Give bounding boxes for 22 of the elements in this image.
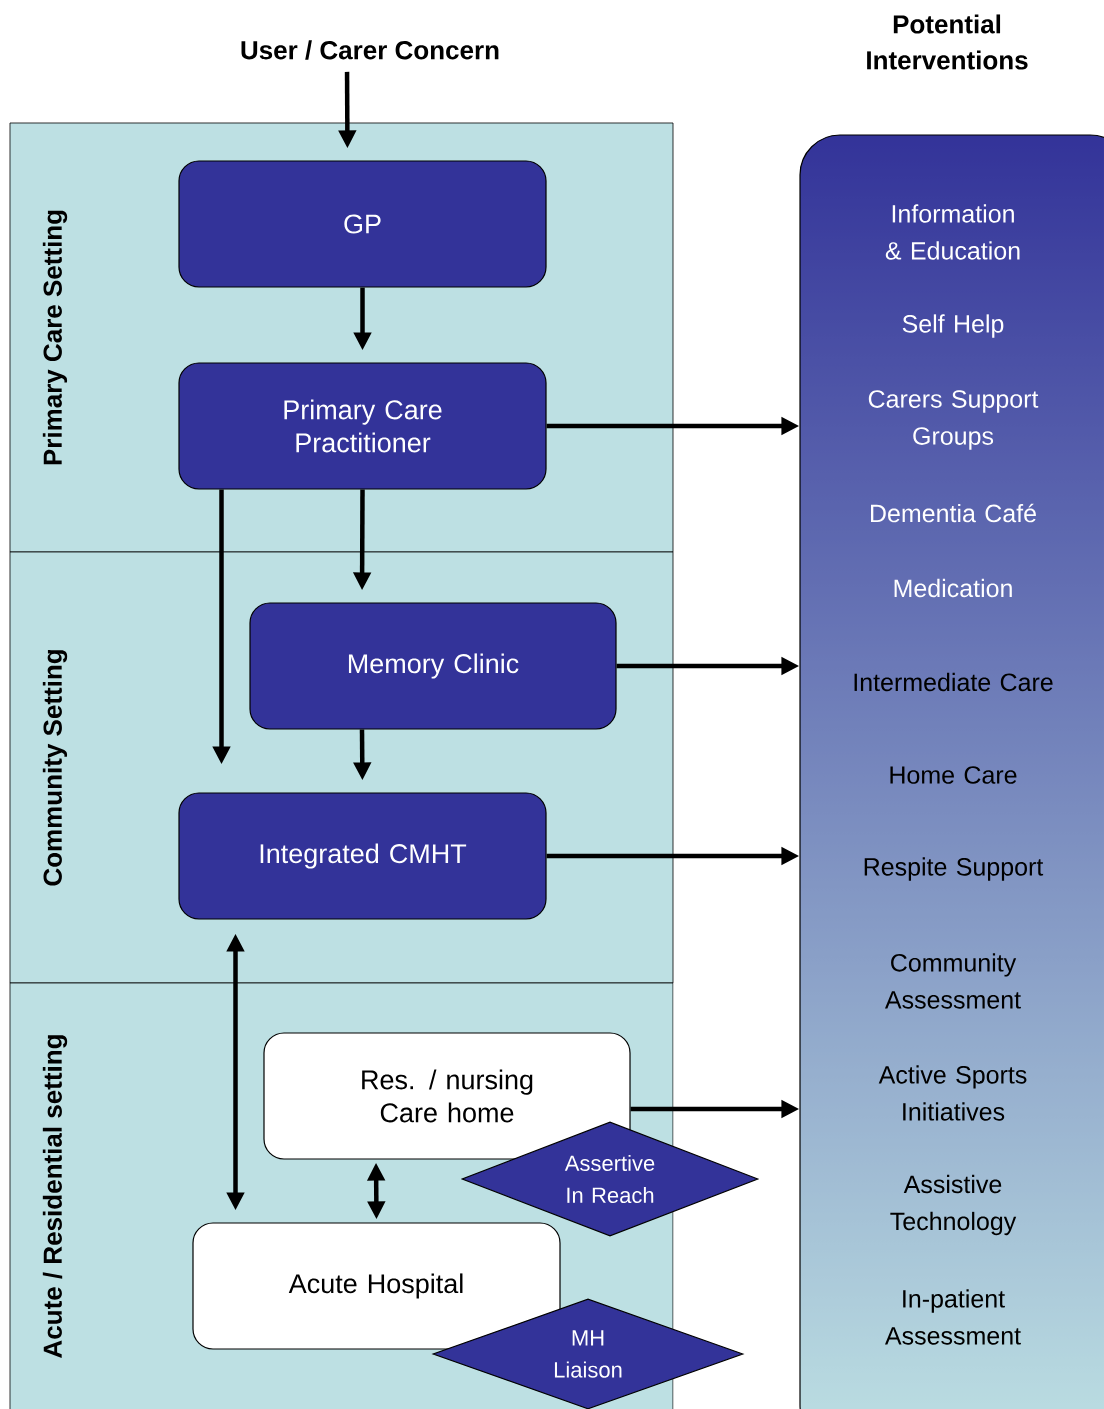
intervention-label: Community Assessment [885, 953, 1021, 1009]
process-box: Integrated CMHT [178, 792, 547, 920]
heading: User / Carer Concern [241, 40, 499, 60]
intervention-label: Medication [894, 578, 1012, 598]
band-label: Primary Care Setting [42, 210, 68, 465]
intervention-label: Active Sports Initiatives [878, 1065, 1027, 1121]
process-box: Primary Care Practitioner [178, 362, 547, 490]
intervention-label: Respite Support [864, 857, 1044, 881]
intervention-label: In-patient Assessment [885, 1289, 1021, 1345]
intervention-label: Self Help [902, 314, 1004, 338]
intervention-label: Information & Education [885, 204, 1020, 260]
process-box: GP [178, 160, 547, 288]
process-box: Memory Clinic [249, 602, 617, 730]
process-box: Acute Hospital [192, 1222, 561, 1350]
band-label: Community Setting [42, 650, 68, 886]
intervention-label: Intermediate Care [854, 672, 1053, 692]
band-label: Acute / Residential setting [42, 1035, 68, 1358]
intervention-label: Carers Support Groups [868, 390, 1039, 450]
intervention-label: Dementia Café [871, 503, 1036, 523]
panel-heading: Potential Interventions [867, 14, 1028, 70]
intervention-label: Home Care [890, 766, 1017, 784]
intervention-label: Assistive Technology [890, 1174, 1017, 1236]
